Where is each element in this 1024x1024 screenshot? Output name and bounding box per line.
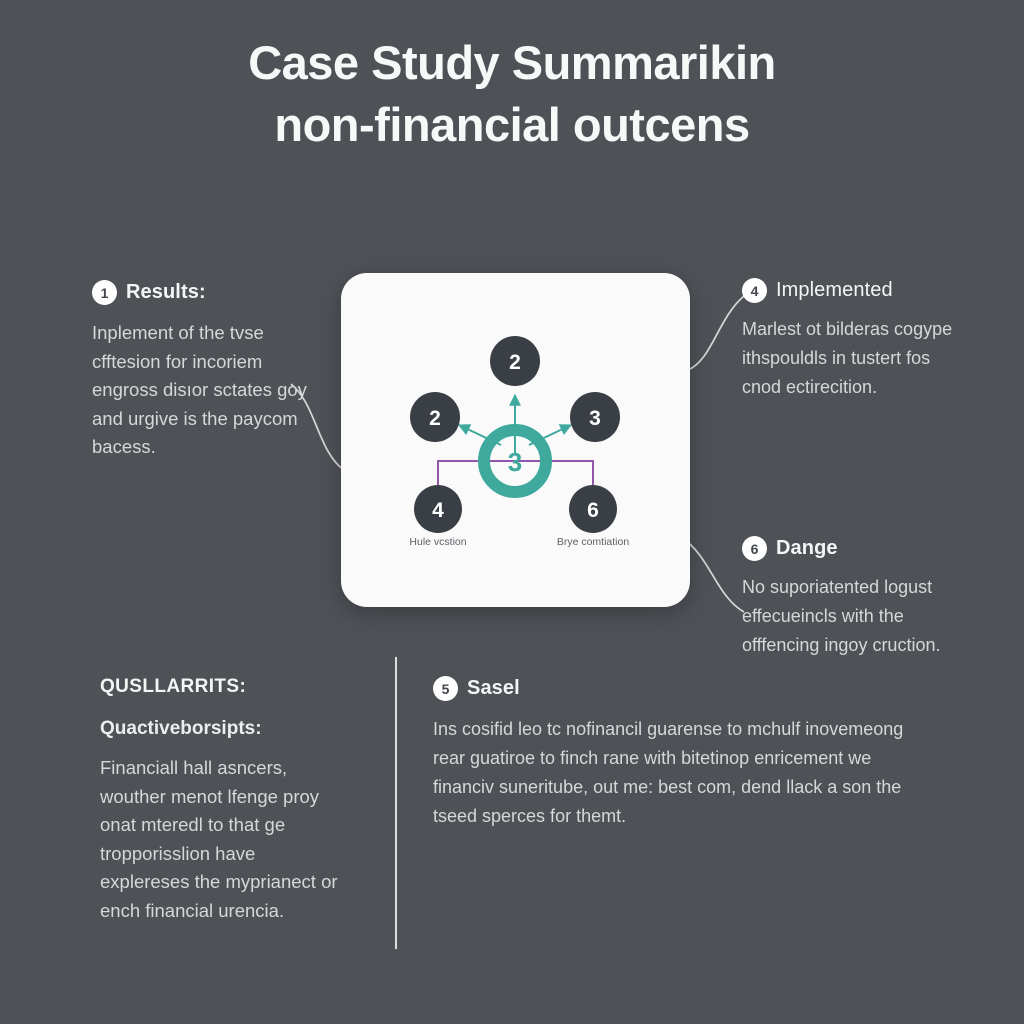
diagram-node-bottom-right-caption: Brye comtiation xyxy=(557,536,630,548)
page-title-line-2: non-financial outcens xyxy=(274,98,750,151)
diagram-node-bottom-left-caption: Hule vcstion xyxy=(409,536,466,548)
callout-1-badge: 1 xyxy=(92,280,117,305)
diagram-node-left-label: 2 xyxy=(429,407,441,430)
diagram-node-bottom-left[interactable]: 4 xyxy=(414,485,462,533)
callout-1[interactable]: 1 Results: Inplement of the tvse cfftesi… xyxy=(92,280,307,462)
callout-4-badge: 4 xyxy=(742,278,767,303)
callout-6-title: Dange xyxy=(776,537,838,559)
callout-5-badge: 5 xyxy=(433,676,458,701)
diagram-card: 2 2 3 4 Hule vcstion 6 Br xyxy=(341,273,690,607)
diagram-node-bottom-right-label: 6 xyxy=(587,499,599,522)
leader-line-4 xyxy=(687,295,745,371)
callout-1-body: Inplement of the tvse cfftesion for inco… xyxy=(92,322,307,457)
callout-4-body: Marlest ot bilderas cogype ithspouldls i… xyxy=(742,319,953,397)
callout-4-title: Implemented xyxy=(776,279,893,301)
hub-spoke-diagram: 2 2 3 4 Hule vcstion 6 Br xyxy=(409,336,630,548)
summary-body: Financiall hall asncers, wouther menot l… xyxy=(100,757,338,921)
callout-6-header: 6 Dange xyxy=(742,536,957,561)
callout-5-body: Ins cosifid leo tc nofinancil guarense t… xyxy=(433,719,904,826)
callout-4[interactable]: 4 Implemented Marlest ot bilderas cogype… xyxy=(742,278,957,402)
diagram-node-right[interactable]: 3 xyxy=(570,392,620,442)
summary-kicker: QUSLLARRITS: xyxy=(100,676,247,697)
page-title: Case Study Summarikin non-financial outc… xyxy=(0,32,1024,156)
section-divider xyxy=(395,657,397,949)
callout-4-header: 4 Implemented xyxy=(742,278,957,303)
diagram-hub-label: 3 xyxy=(508,447,522,477)
callout-5-header: 5 Sasel xyxy=(433,676,913,701)
diagram-node-right-label: 3 xyxy=(589,407,601,430)
summary-block: QUSLLARRITS: Quactiveborsipts: Financial… xyxy=(100,676,340,925)
diagram-node-top-label: 2 xyxy=(509,351,521,374)
callout-6-badge: 6 xyxy=(742,536,767,561)
diagram-hub[interactable]: 3 xyxy=(478,424,552,498)
summary-subheading: Quactiveborsipts: xyxy=(100,718,262,739)
callout-1-header: 1 Results: xyxy=(92,280,307,305)
callout-1-title: Results: xyxy=(126,281,206,303)
callout-5-title: Sasel xyxy=(467,677,520,699)
diagram-node-bottom-left-label: 4 xyxy=(432,499,444,522)
diagram-node-left[interactable]: 2 xyxy=(410,392,460,442)
page-title-line-1: Case Study Summarikin xyxy=(248,36,776,89)
diagram-node-top[interactable]: 2 xyxy=(490,336,540,386)
leader-line-6 xyxy=(681,537,745,613)
callout-5[interactable]: 5 Sasel Ins cosifid leo tc nofinancil gu… xyxy=(433,676,913,831)
callout-6-body: No suporiatented logust effecueincls wit… xyxy=(742,577,941,655)
callout-6[interactable]: 6 Dange No suporiatented logust effecuei… xyxy=(742,536,957,660)
diagram-node-bottom-right[interactable]: 6 xyxy=(569,485,617,533)
